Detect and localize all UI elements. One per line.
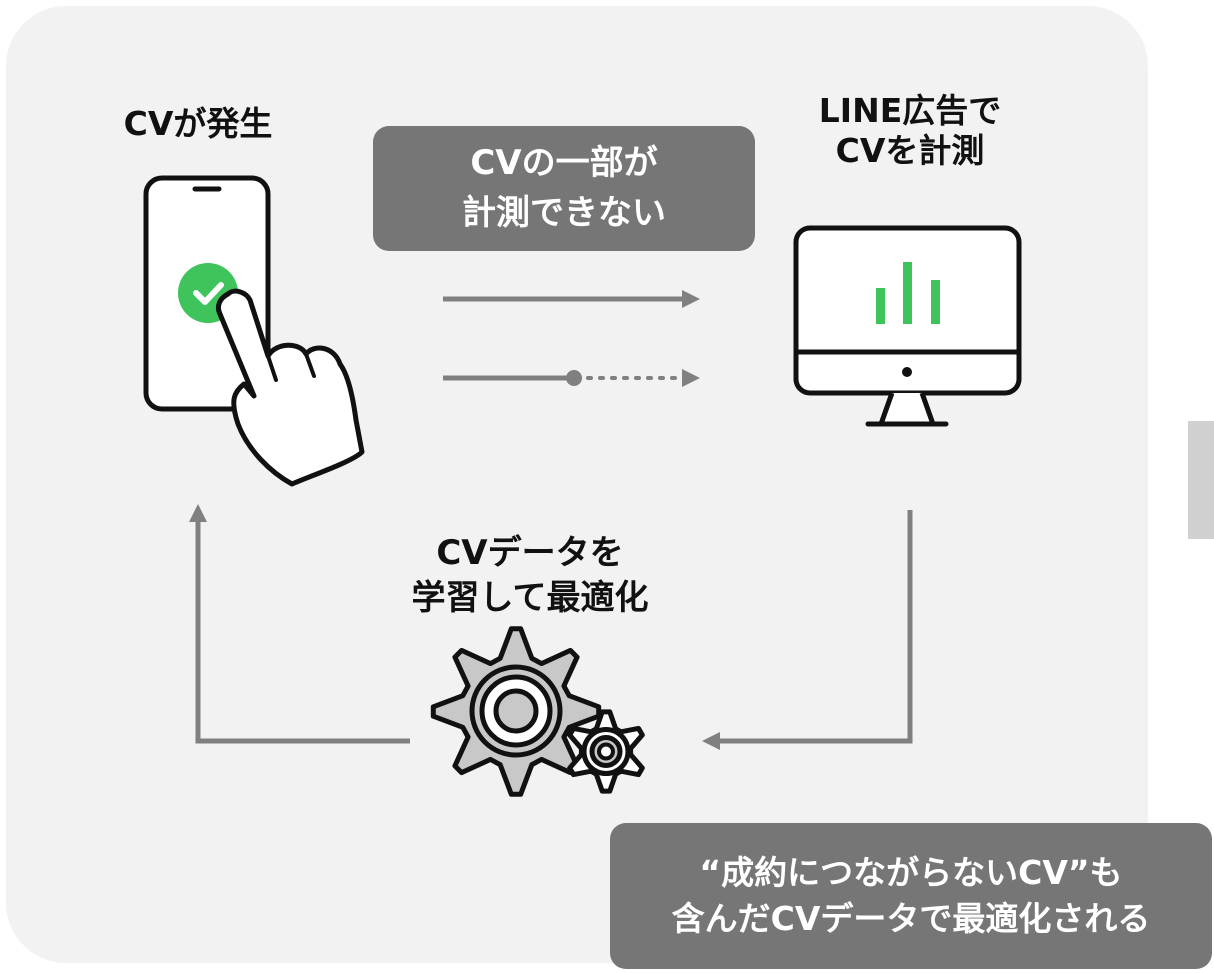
cv-occurs-label: CVが発生	[123, 104, 273, 143]
bar-chart-icon	[876, 262, 940, 324]
monitor-icon	[793, 225, 1022, 427]
callout-bottom-line1: “成約につながらないCV”も	[699, 853, 1123, 893]
learn-label-line1: CVデータを	[436, 533, 624, 573]
measurement-gap-callout: CVの一部が 計測できない	[373, 126, 755, 251]
line-measure-label-line1: LINE広告で	[818, 91, 1002, 130]
learn-optimize-label: CVデータを 学習して最適化	[360, 531, 700, 621]
optimization-note-callout: “成約につながらないCV”も 含んだCVデータで最適化される	[610, 823, 1212, 969]
solid-arrow	[443, 290, 700, 308]
learn-label-line2: 学習して最適化	[411, 578, 649, 619]
gears-icon	[430, 626, 645, 797]
pointing-hand-icon	[215, 288, 365, 487]
callout-bottom-line2: 含んだCVデータで最適化される	[671, 899, 1151, 938]
return-arrow-left	[189, 504, 410, 744]
return-arrow-right	[702, 510, 913, 750]
callout-top-line1: CVの一部が	[470, 143, 658, 184]
line-measure-label: LINE広告で CVを計測	[760, 91, 1060, 170]
next-arrow-icon	[1188, 421, 1214, 539]
broken-arrow	[443, 369, 700, 387]
callout-top-line2: 計測できない	[462, 192, 666, 233]
line-measure-label-line2: CVを計測	[835, 130, 985, 170]
